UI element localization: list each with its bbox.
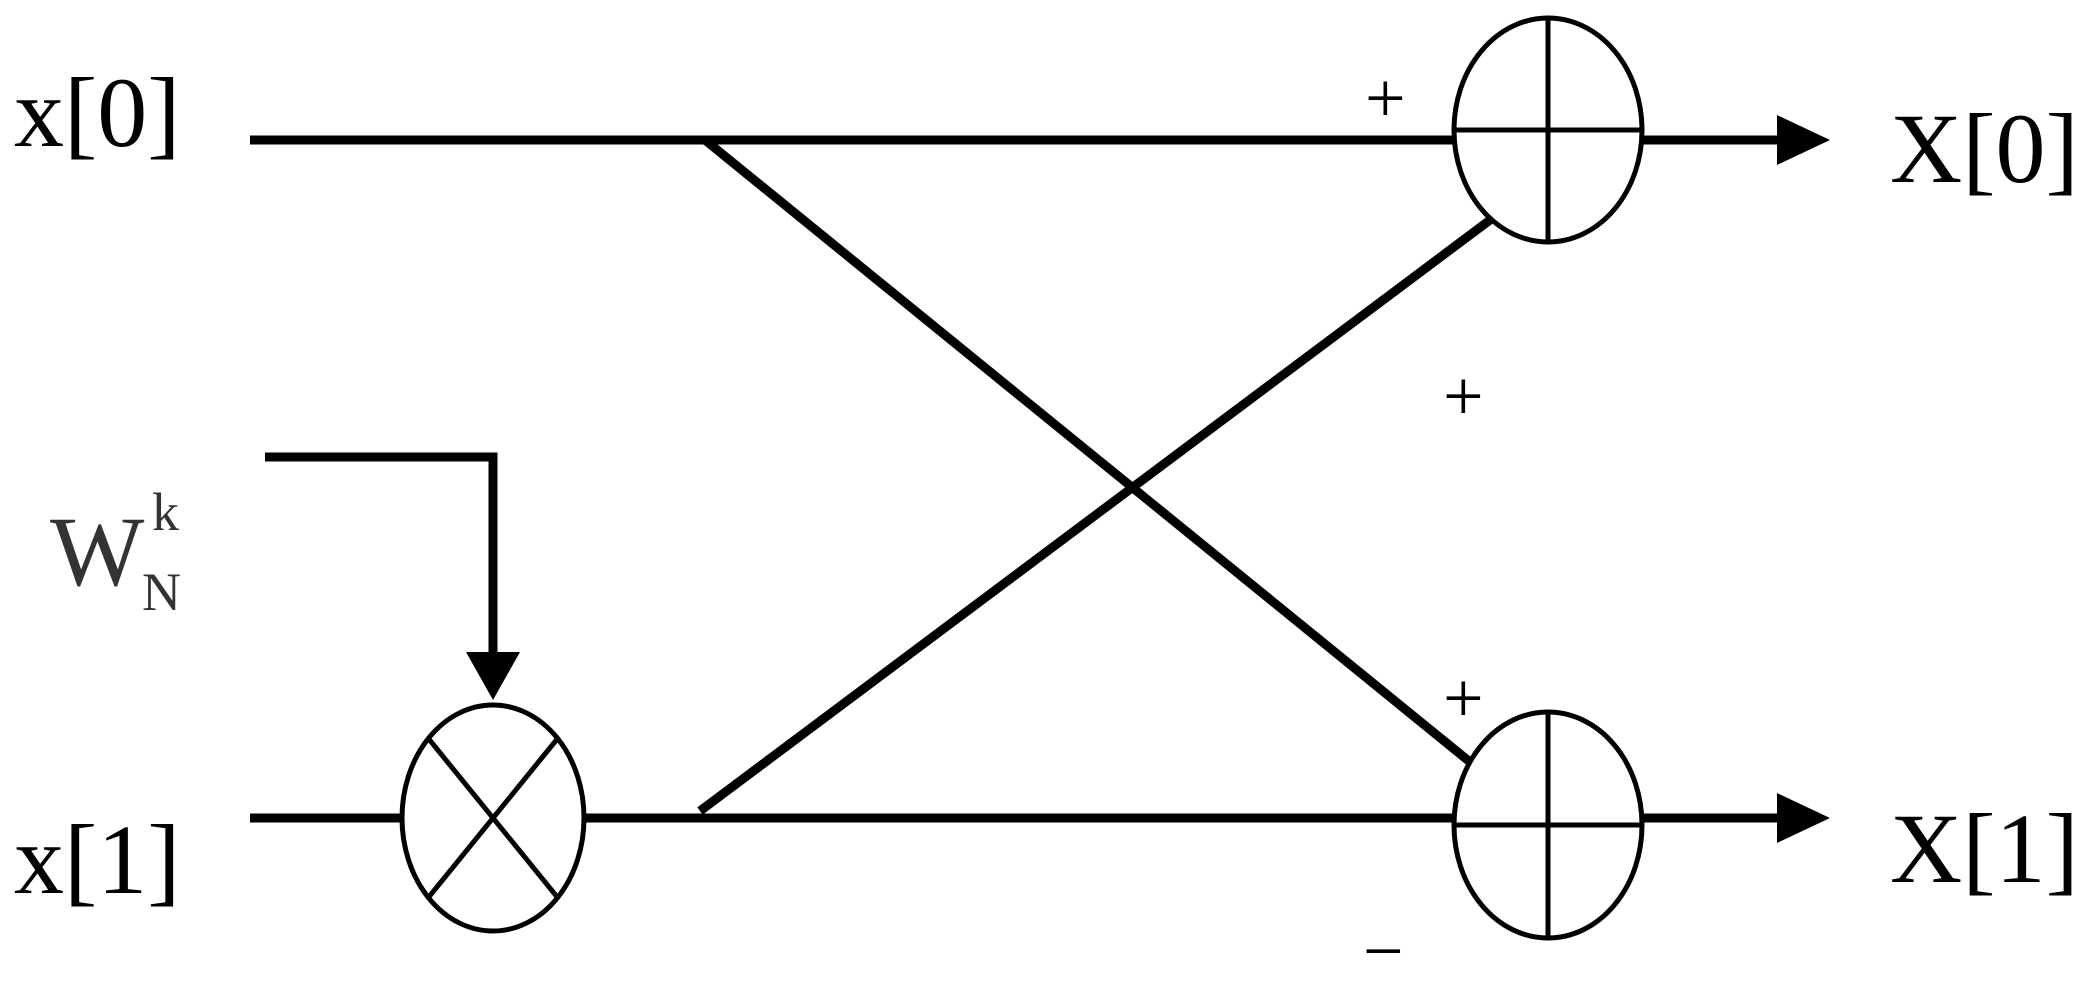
output-label-X0: X[0]: [1890, 93, 2079, 204]
wire-cross-x1-to-top-adder: [697, 216, 1493, 815]
output-arrowhead-X1: [1777, 793, 1830, 843]
input-label-x0: x[0]: [14, 57, 181, 168]
twiddle-subscript: N: [142, 562, 181, 622]
twiddle-base: W: [50, 496, 145, 607]
twiddle-factor-label: W: [50, 496, 145, 607]
sign-bottom-adder-straight: −: [1363, 911, 1404, 981]
twiddle-arrowhead: [466, 652, 520, 700]
sign-top-adder-cross: +: [1443, 356, 1484, 436]
wire-twiddle-to-multiplier: [265, 452, 498, 655]
input-label-x1: x[1]: [14, 804, 181, 915]
twiddle-superscript: k: [152, 482, 179, 542]
multiplier-x-mark-2: [426, 736, 560, 900]
sign-top-adder-straight: +: [1365, 58, 1406, 138]
sign-bottom-adder-cross: +: [1443, 658, 1484, 738]
output-label-X1: X[1]: [1890, 793, 2079, 904]
wire-cross-x0-to-bottom-adder: [702, 136, 1473, 766]
output-arrowhead-X0: [1777, 115, 1830, 165]
